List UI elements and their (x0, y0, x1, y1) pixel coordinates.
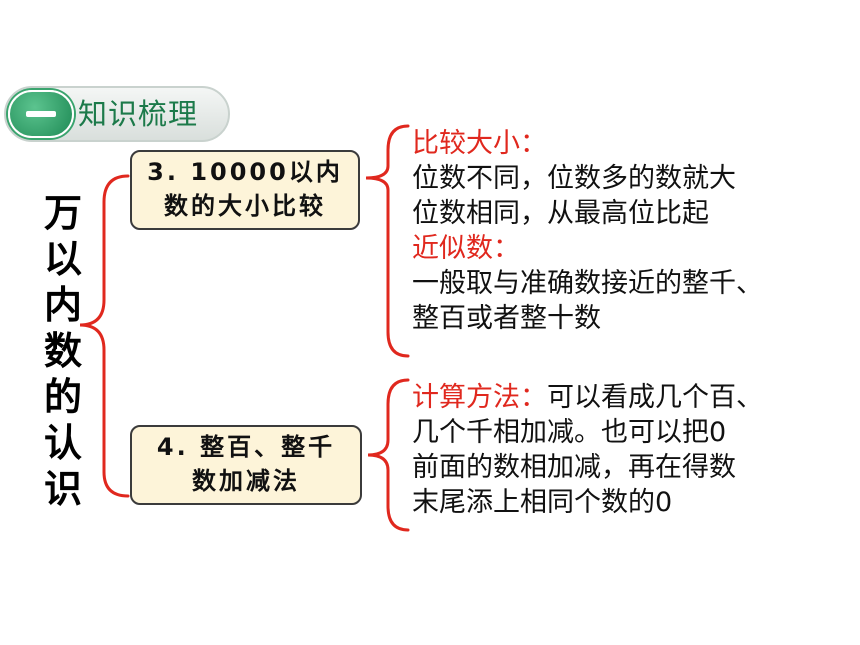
node-compare-line2: 数的大小比较 (164, 192, 326, 220)
node-compare: 3. 10000以内 数的大小比较 (130, 150, 360, 230)
section-number-icon (8, 90, 74, 138)
approx-heading: 近似数： (412, 233, 520, 264)
approx-line: 一般取与准确数接近的整千、 (412, 268, 763, 299)
calc-line: 末尾添上相同个数的0 (412, 487, 673, 518)
calc-line-rest: 可以看成几个百、 (547, 382, 763, 413)
topic-title: 万以内数的认识 (43, 191, 82, 511)
node-calc-line2: 数加减法 (192, 467, 300, 495)
calc-line: 前面的数相加减，再在得数 (412, 452, 736, 483)
calc-brace (367, 378, 410, 532)
calc-heading: 计算方法： (412, 382, 547, 413)
calc-details: 计算方法：可以看成几个百、 几个千相加减。也可以把0 前面的数相加减，再在得数 … (412, 380, 763, 520)
node-calc: 4. 整百、整千 数加减法 (130, 425, 362, 505)
compare-line: 位数不同，位数多的数就大 (412, 163, 736, 194)
node-calc-line1: 4. 整百、整千 (156, 433, 336, 461)
compare-line: 位数相同，从最高位比起 (412, 198, 709, 229)
calc-line: 计算方法：可以看成几个百、 (412, 380, 763, 415)
calc-line: 几个千相加减。也可以把0 (412, 417, 727, 448)
approx-line: 整百或者整十数 (412, 303, 601, 334)
main-brace (79, 174, 130, 498)
compare-heading: 比较大小： (412, 128, 547, 159)
node-compare-line1: 3. 10000以内 (147, 158, 343, 186)
section-title: 知识梳理 (78, 97, 199, 131)
compare-brace (365, 124, 410, 358)
compare-details: 比较大小： 位数不同，位数多的数就大 位数相同，从最高位比起 近似数： 一般取与… (412, 126, 763, 336)
